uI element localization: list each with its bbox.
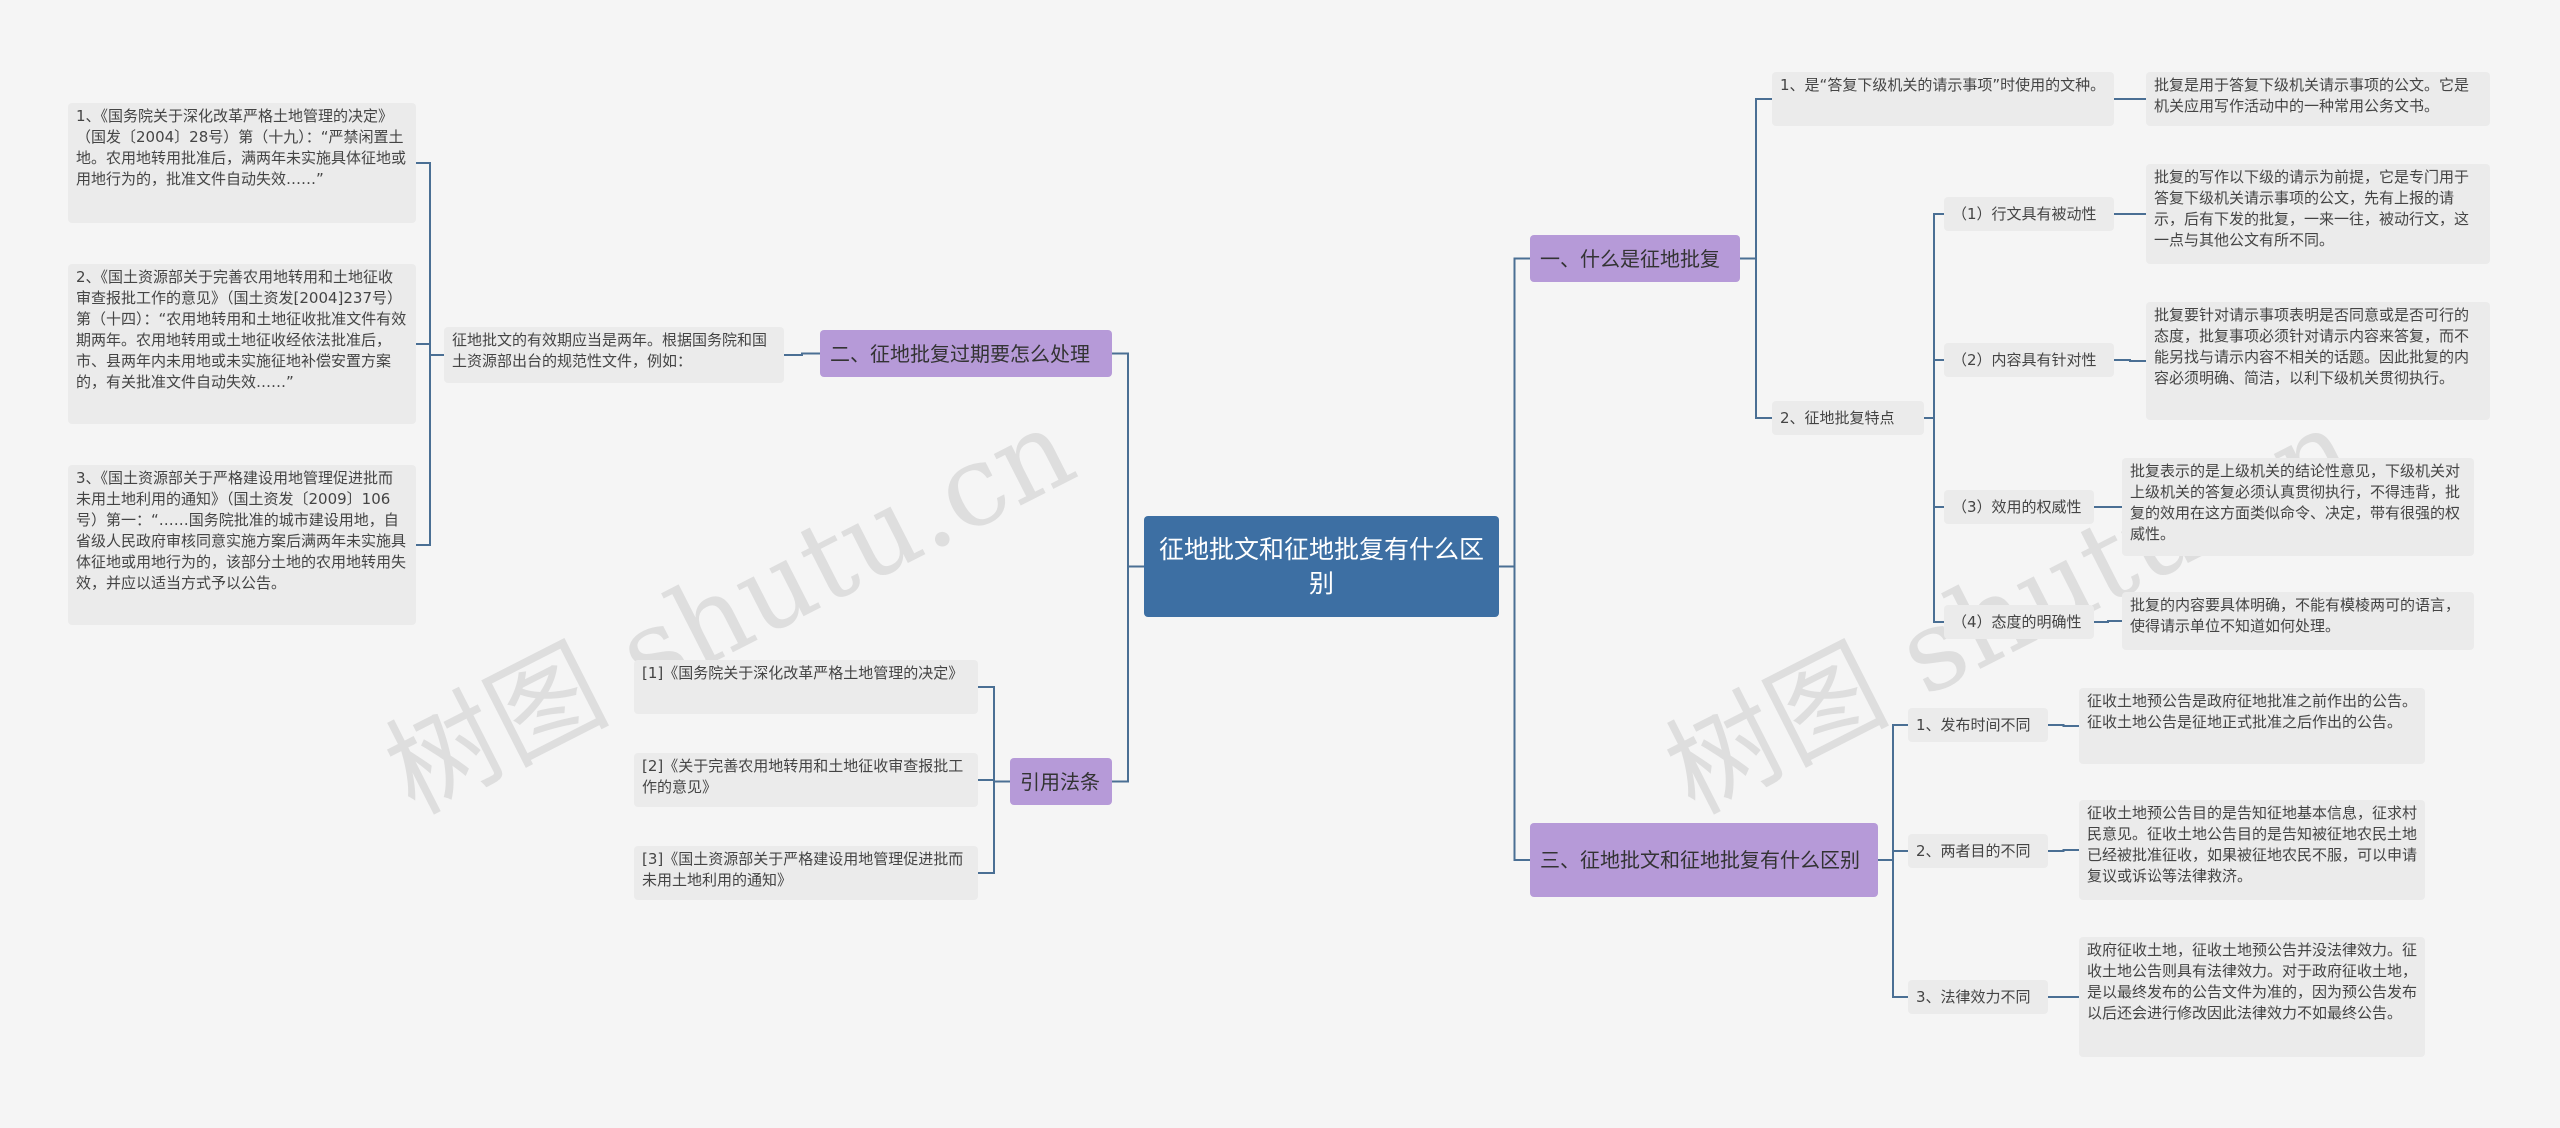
link-law-1 xyxy=(416,343,444,356)
feature-clarity-detail[interactable]: 批复的内容要具体明确，不能有模棱两可的语言，使得请示单位不知道如何处理。 xyxy=(2122,592,2474,650)
link-diff-0 xyxy=(1878,724,1908,861)
definition-detail[interactable]: 批复是用于答复下级机关请示事项的公文。它是机关应用写作活动中的一种常用公务文书。 xyxy=(2146,72,2490,126)
difference-time[interactable]: 1、发布时间不同 xyxy=(1908,708,2048,742)
link-diff-1 xyxy=(1878,850,1908,861)
validity-summary[interactable]: 征地批文的有效期应当是两年。根据国务院和国土资源部出台的规范性文件，例如： xyxy=(444,327,784,383)
difference-purpose[interactable]: 2、两者目的不同 xyxy=(1908,834,2048,868)
link-law-0 xyxy=(416,162,444,356)
branch-what-is-land-approval[interactable]: 一、什么是征地批复 xyxy=(1530,235,1740,282)
features-heading[interactable]: 2、征地批复特点 xyxy=(1772,401,1924,435)
link-root-b3 xyxy=(1499,565,1530,861)
law-citation-2[interactable]: 2、《国土资源部关于完善农用地转用和土地征收审查报批工作的意见》（国土资发[20… xyxy=(68,264,416,424)
difference-legal-effect[interactable]: 3、法律效力不同 xyxy=(1908,980,2048,1014)
link-b2-summary xyxy=(784,352,820,356)
difference-time-detail[interactable]: 征收土地预公告是政府征地批准之前作出的公告。征收土地公告是征地正式批准之后作出的… xyxy=(2079,688,2425,764)
link-diff-2 xyxy=(1878,859,1908,998)
link-feature-detail-3 xyxy=(2094,620,2122,623)
feature-passive-detail[interactable]: 批复的写作以下级的请示为前提，它是专门用于答复下级机关请示事项的公文，先有上报的… xyxy=(2146,164,2490,264)
root-topic[interactable]: 征地批文和征地批复有什么区别 xyxy=(1144,516,1499,617)
link-root-b2 xyxy=(1112,352,1144,568)
difference-legal-effect-detail[interactable]: 政府征收土地，征收土地预公告并没法律效力。征收土地公告则具有法律效力。对于政府征… xyxy=(2079,937,2425,1057)
feature-targeted-detail[interactable]: 批复要针对请示事项表明是否同意或是否可行的态度，批复事项必须针对请示内容来答复，… xyxy=(2146,302,2490,420)
feature-passive[interactable]: （1）行文具有被动性 xyxy=(1944,197,2114,231)
link-b1-c1 xyxy=(1740,98,1772,260)
law-citation-1[interactable]: 1、《国务院关于深化改革严格土地管理的决定》（国发〔2004〕28号）第（十九）… xyxy=(68,103,416,223)
reference-3[interactable]: [3]《国土资源部关于严格建设用地管理促进批而未用土地利用的通知》 xyxy=(634,846,978,900)
branch-cited-laws[interactable]: 引用法条 xyxy=(1010,758,1112,805)
link-law-2 xyxy=(416,354,444,546)
link-diff-detail-1 xyxy=(2048,849,2079,852)
link-root-b1 xyxy=(1499,257,1530,568)
feature-clarity[interactable]: （4）态度的明确性 xyxy=(1944,605,2094,639)
link-feature-detail-1 xyxy=(2114,359,2146,362)
link-diff-detail-0 xyxy=(2048,724,2079,727)
difference-purpose-detail[interactable]: 征收土地预公告目的是告知征地基本信息，征求村民意见。征收土地公告目的是告知被征地… xyxy=(2079,800,2425,900)
link-features-3 xyxy=(1924,417,1944,623)
branch-expired-approval[interactable]: 二、征地批复过期要怎么处理 xyxy=(820,330,1112,377)
link-features-1 xyxy=(1924,359,1944,419)
link-ref-2 xyxy=(978,780,1010,874)
reference-2[interactable]: [2]《关于完善农用地转用和土地征收审查报批工作的意见》 xyxy=(634,753,978,807)
feature-authority[interactable]: （3）效用的权威性 xyxy=(1944,490,2094,524)
definition-item[interactable]: 1、是“答复下级机关的请示事项”时使用的文种。 xyxy=(1772,72,2114,126)
law-citation-3[interactable]: 3、《国土资源部关于严格建设用地管理促进批而未用土地利用的通知》（国土资发〔20… xyxy=(68,465,416,625)
feature-authority-detail[interactable]: 批复表示的是上级机关的结论性意见，下级机关对上级机关的答复必须认真贯彻执行，不得… xyxy=(2122,458,2474,556)
branch-differences[interactable]: 三、征地批文和征地批复有什么区别 xyxy=(1530,823,1878,897)
link-ref-0 xyxy=(978,686,1010,783)
link-root-b4 xyxy=(1112,565,1144,783)
reference-1[interactable]: [1]《国务院关于深化改革严格土地管理的决定》 xyxy=(634,660,978,714)
feature-targeted[interactable]: （2）内容具有针对性 xyxy=(1944,343,2114,377)
link-b1-c2 xyxy=(1740,257,1772,419)
